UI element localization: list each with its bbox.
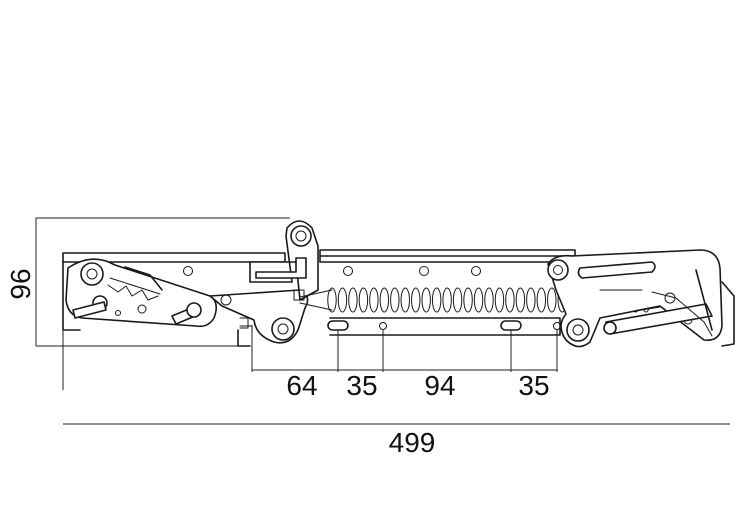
spring-coil: [494, 287, 505, 313]
spring-coil: [431, 287, 442, 313]
spring-coil: [505, 287, 515, 313]
spring-coil: [473, 287, 484, 313]
spring-coil: [337, 287, 348, 313]
upright-lever: [249, 220, 319, 301]
height-dimension: 96: [5, 217, 290, 347]
spring-coil: [369, 287, 379, 313]
spring-coil: [400, 287, 410, 313]
spring-coil: [463, 287, 473, 313]
spring-coil: [515, 287, 526, 313]
spring-coil: [411, 287, 421, 313]
segment-dimensions: 64 35 94 35: [251, 325, 558, 401]
segment-3-label: 94: [424, 370, 455, 401]
segment-4-label: 35: [518, 370, 549, 401]
spring-coil: [536, 287, 547, 313]
right-bracket: [547, 249, 735, 348]
spring-coil: [327, 287, 337, 313]
spring-coil: [452, 287, 463, 313]
rail-holes: [183, 266, 561, 331]
spring-coil: [547, 287, 557, 313]
spring-coil: [379, 287, 390, 313]
spring-coil: [442, 287, 452, 313]
left-linkage-arm: [209, 289, 309, 344]
spring-coil: [421, 287, 431, 313]
height-dimension-label: 96: [5, 268, 36, 299]
total-dimension-label: 499: [389, 427, 436, 458]
spring-coil: [390, 287, 400, 313]
left-bracket: [65, 258, 218, 328]
spring-coil: [484, 287, 494, 313]
spring-coil: [526, 287, 536, 313]
spring-coil: [348, 287, 358, 313]
segment-2-label: 35: [346, 370, 377, 401]
spring-coil: [358, 287, 369, 313]
segment-1-label: 64: [286, 370, 317, 401]
